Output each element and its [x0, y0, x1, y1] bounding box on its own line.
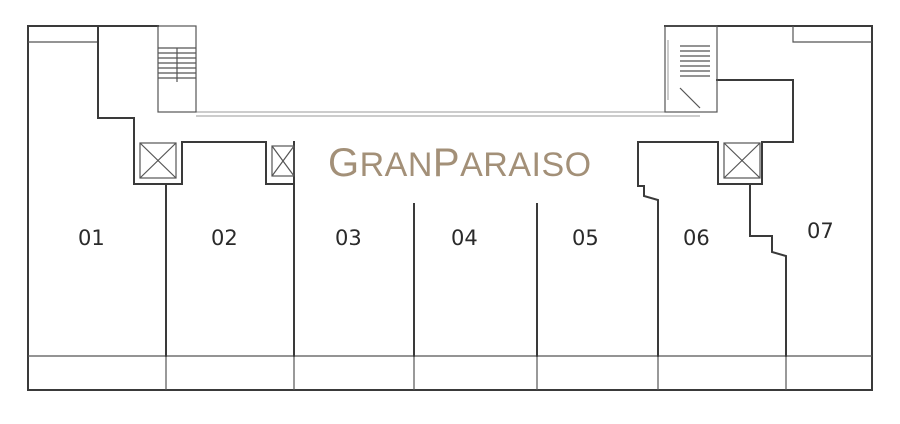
- unit-label-03[interactable]: 03: [335, 226, 362, 250]
- brand-part-araiso: ARAISO: [460, 146, 591, 184]
- elevator-shaft-icon: [723, 142, 761, 179]
- elevator-middle: [271, 145, 295, 177]
- elevator-shaft-icon: [139, 142, 177, 179]
- stair-icon: [667, 40, 710, 109]
- stair-right: [664, 25, 718, 113]
- bottom-strip: [165, 356, 787, 390]
- unit-label-06[interactable]: 06: [683, 226, 710, 250]
- elevator-right: [723, 142, 761, 179]
- building-outline: [27, 25, 873, 391]
- unit-label-07[interactable]: 07: [807, 219, 834, 243]
- unit-label-04[interactable]: 04: [451, 226, 478, 250]
- elevator-left: [139, 142, 177, 179]
- unit-labels: 01 02 03 04 05 06 07: [78, 219, 834, 250]
- brand-part-ran: RAN: [360, 146, 433, 184]
- unit-label-01[interactable]: 01: [78, 226, 105, 250]
- unit-label-05[interactable]: 05: [572, 226, 599, 250]
- unit-label-02[interactable]: 02: [211, 226, 238, 250]
- brand-initial-p: P: [433, 141, 460, 185]
- brand-initial-g: G: [328, 141, 360, 185]
- stair-left: [157, 25, 197, 113]
- elevator-shaft-icon: [271, 145, 295, 177]
- brand-logo-text: GRANPARAISO: [328, 141, 592, 185]
- unit-partitions: [165, 141, 787, 357]
- stair-icon: [158, 47, 196, 82]
